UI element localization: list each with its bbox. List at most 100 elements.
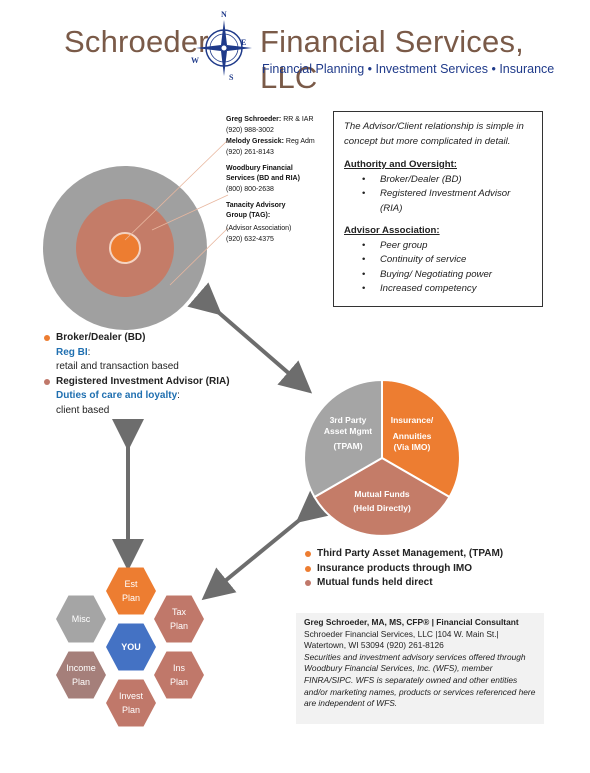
contact-role: (BD and RIA) — [254, 175, 300, 182]
contact-name: Woodbury Financial Services — [226, 165, 293, 182]
hex-label: Plan — [71, 677, 90, 687]
contact-phone: (920) 632-4375 — [226, 236, 274, 243]
reg-bi-label: Reg BI — [56, 346, 88, 358]
list-item: Continuity of service — [362, 253, 532, 268]
rose-bullet-icon — [305, 580, 311, 586]
contact-phone: (800) 800-2638 — [226, 186, 274, 193]
pie-label-insurance: Insurance/ Annuities (Via IMO) — [384, 415, 440, 453]
orange-bullet-icon — [44, 335, 50, 341]
pie-slice-mutual-funds — [313, 456, 451, 537]
pie-label-funds-line2: (Held Directly) — [353, 503, 411, 513]
compass-w-label: W — [191, 56, 199, 65]
pie-legend: Third Party Asset Management, (TPAM) Ins… — [305, 547, 503, 591]
hex-label: Income — [66, 663, 96, 673]
contact-tanacity: Tanacity Advisory Group (TAG): — [226, 201, 306, 221]
contact-melody: Melody Gressick: Reg Adm — [226, 136, 336, 147]
compass-rose-logo: N E S W — [191, 10, 256, 82]
legend-bd: Broker/Dealer (BD) — [44, 331, 230, 346]
bio-address-line1: Schroeder Financial Services, LLC |104 W… — [304, 628, 499, 639]
hex-label: Ins — [172, 663, 185, 673]
hex-label: YOU — [121, 642, 141, 652]
pie-label-funds: Mutual Funds (Held Directly) — [338, 487, 426, 515]
compass-e-label: E — [241, 38, 247, 47]
hex-label: Misc — [71, 614, 91, 624]
advisor-client-info-box: The Advisor/Client relationship is simpl… — [333, 111, 543, 307]
hex-label: Plan — [121, 593, 140, 603]
leader-line-bd — [151, 194, 229, 231]
legend-bd-desc: retail and transaction based — [56, 361, 179, 372]
association-list: Peer group Continuity of service Buying/… — [362, 239, 532, 297]
pie-slice-tpam — [303, 378, 383, 499]
hex-label: Tax — [171, 607, 186, 617]
tagline: Financial Planning • Investment Services… — [262, 62, 555, 76]
arrow-pie-to-hex — [201, 490, 331, 601]
association-heading: Advisor Association: — [344, 225, 440, 236]
contact-name: Tanacity Advisory Group (TAG): — [226, 202, 286, 219]
products-pie — [303, 378, 461, 537]
authority-heading: Authority and Oversight: — [344, 159, 457, 170]
pie-label-insurance-line3: (Via IMO) — [393, 442, 431, 452]
legend-insurance-label: Insurance products through IMO — [317, 562, 473, 574]
legend-tpam-label: Third Party Asset Management, (TPAM) — [317, 548, 504, 559]
compass-n-label: N — [221, 10, 227, 19]
pie-label-insurance-line2: Annuities — [392, 431, 432, 441]
legend-bd-sub: Reg BI: — [44, 346, 230, 361]
leader-line-tag — [169, 227, 229, 286]
duties-label: Duties of care and loyalty — [56, 390, 178, 401]
contact-role: RR & IAR — [281, 116, 314, 123]
broker-legend: Broker/Dealer (BD) Reg BI: retail and tr… — [44, 331, 230, 418]
list-item: Increased competency — [362, 282, 532, 297]
contact-phone: (920) 261-8143 — [226, 149, 274, 156]
legend-ria: Registered Investment Advisor (RIA) — [44, 375, 230, 390]
leader-line-advisor — [124, 139, 229, 241]
contact-woodbury: Woodbury Financial Services (BD and RIA) — [226, 164, 306, 184]
pie-slice-insurance — [381, 378, 461, 499]
list-item: Peer group — [362, 239, 532, 254]
hex-label: Plan — [169, 621, 188, 631]
compass-s-label: S — [229, 73, 234, 82]
colon: : — [87, 346, 91, 358]
hex-label: Est — [124, 579, 138, 589]
legend-tpam: Third Party Asset Management, (TPAM) — [305, 547, 503, 562]
legend-ria-desc: client based — [56, 404, 110, 416]
bio-disclaimer: Securities and investment advisory servi… — [304, 651, 536, 709]
legend-insurance: Insurance products through IMO — [305, 562, 503, 577]
hex-label: Plan — [169, 677, 188, 687]
pie-label-funds-line1: Mutual Funds — [354, 489, 410, 499]
brand-name-left: Schroeder — [64, 24, 209, 59]
rose-bullet-icon — [44, 378, 50, 385]
pie-label-insurance-line1: Insurance/ — [390, 415, 434, 425]
authority-list: Broker/Dealer (BD) Registered Investment… — [362, 173, 532, 217]
legend-funds: Mutual funds held direct — [305, 576, 503, 591]
contact-role: (Advisor Association) — [226, 225, 292, 232]
orange-bullet-icon — [305, 565, 311, 572]
brand-name-right: Financial Services, LLC — [260, 24, 524, 95]
list-item: Broker/Dealer (BD) — [362, 173, 532, 188]
pie-label-tpam-line2: Asset Mgmt — [323, 426, 373, 436]
contact-name: Melody Gressick: — [226, 138, 284, 145]
orange-bullet-icon — [305, 551, 311, 557]
bio-title: Greg Schroeder, MA, MS, CFP® | Financial… — [304, 617, 519, 627]
inner-circle-advisor — [109, 232, 141, 264]
info-intro: The Advisor/Client relationship is simpl… — [344, 121, 524, 147]
contact-greg: Greg Schroeder: RR & IAR — [226, 114, 336, 125]
pie-label-tpam: 3rd Party Asset Mgmt (TPAM) — [320, 415, 376, 452]
contact-phone: (920) 988-3002 — [226, 127, 274, 134]
list-item: Registered Investment Advisor (RIA) — [362, 187, 532, 216]
contact-name: Greg Schroeder: — [226, 116, 282, 123]
pie-label-tpam-line1: 3rd Party — [329, 415, 367, 425]
list-item: Buying/ Negotiating power — [362, 268, 532, 283]
legend-ria-sub: Duties of care and loyalty: — [44, 389, 230, 404]
contact-list: Greg Schroeder: RR & IAR (920) 988-3002 … — [226, 114, 336, 245]
arrow-circles-to-pie — [187, 282, 313, 394]
hex-label: Invest — [118, 691, 143, 701]
legend-bd-label: Broker/Dealer (BD) — [56, 332, 146, 343]
hex-label: Plan — [121, 705, 140, 715]
legend-ria-label: Registered Investment Advisor (RIA) — [56, 375, 230, 387]
bio-address-line2: Watertown, WI 53094 (920) 261-8126 — [304, 640, 444, 651]
colon: : — [177, 390, 180, 401]
legend-funds-label: Mutual funds held direct — [317, 577, 433, 588]
contact-role: Reg Adm — [283, 138, 315, 145]
pie-label-tpam-line3: (TPAM) — [333, 441, 363, 451]
